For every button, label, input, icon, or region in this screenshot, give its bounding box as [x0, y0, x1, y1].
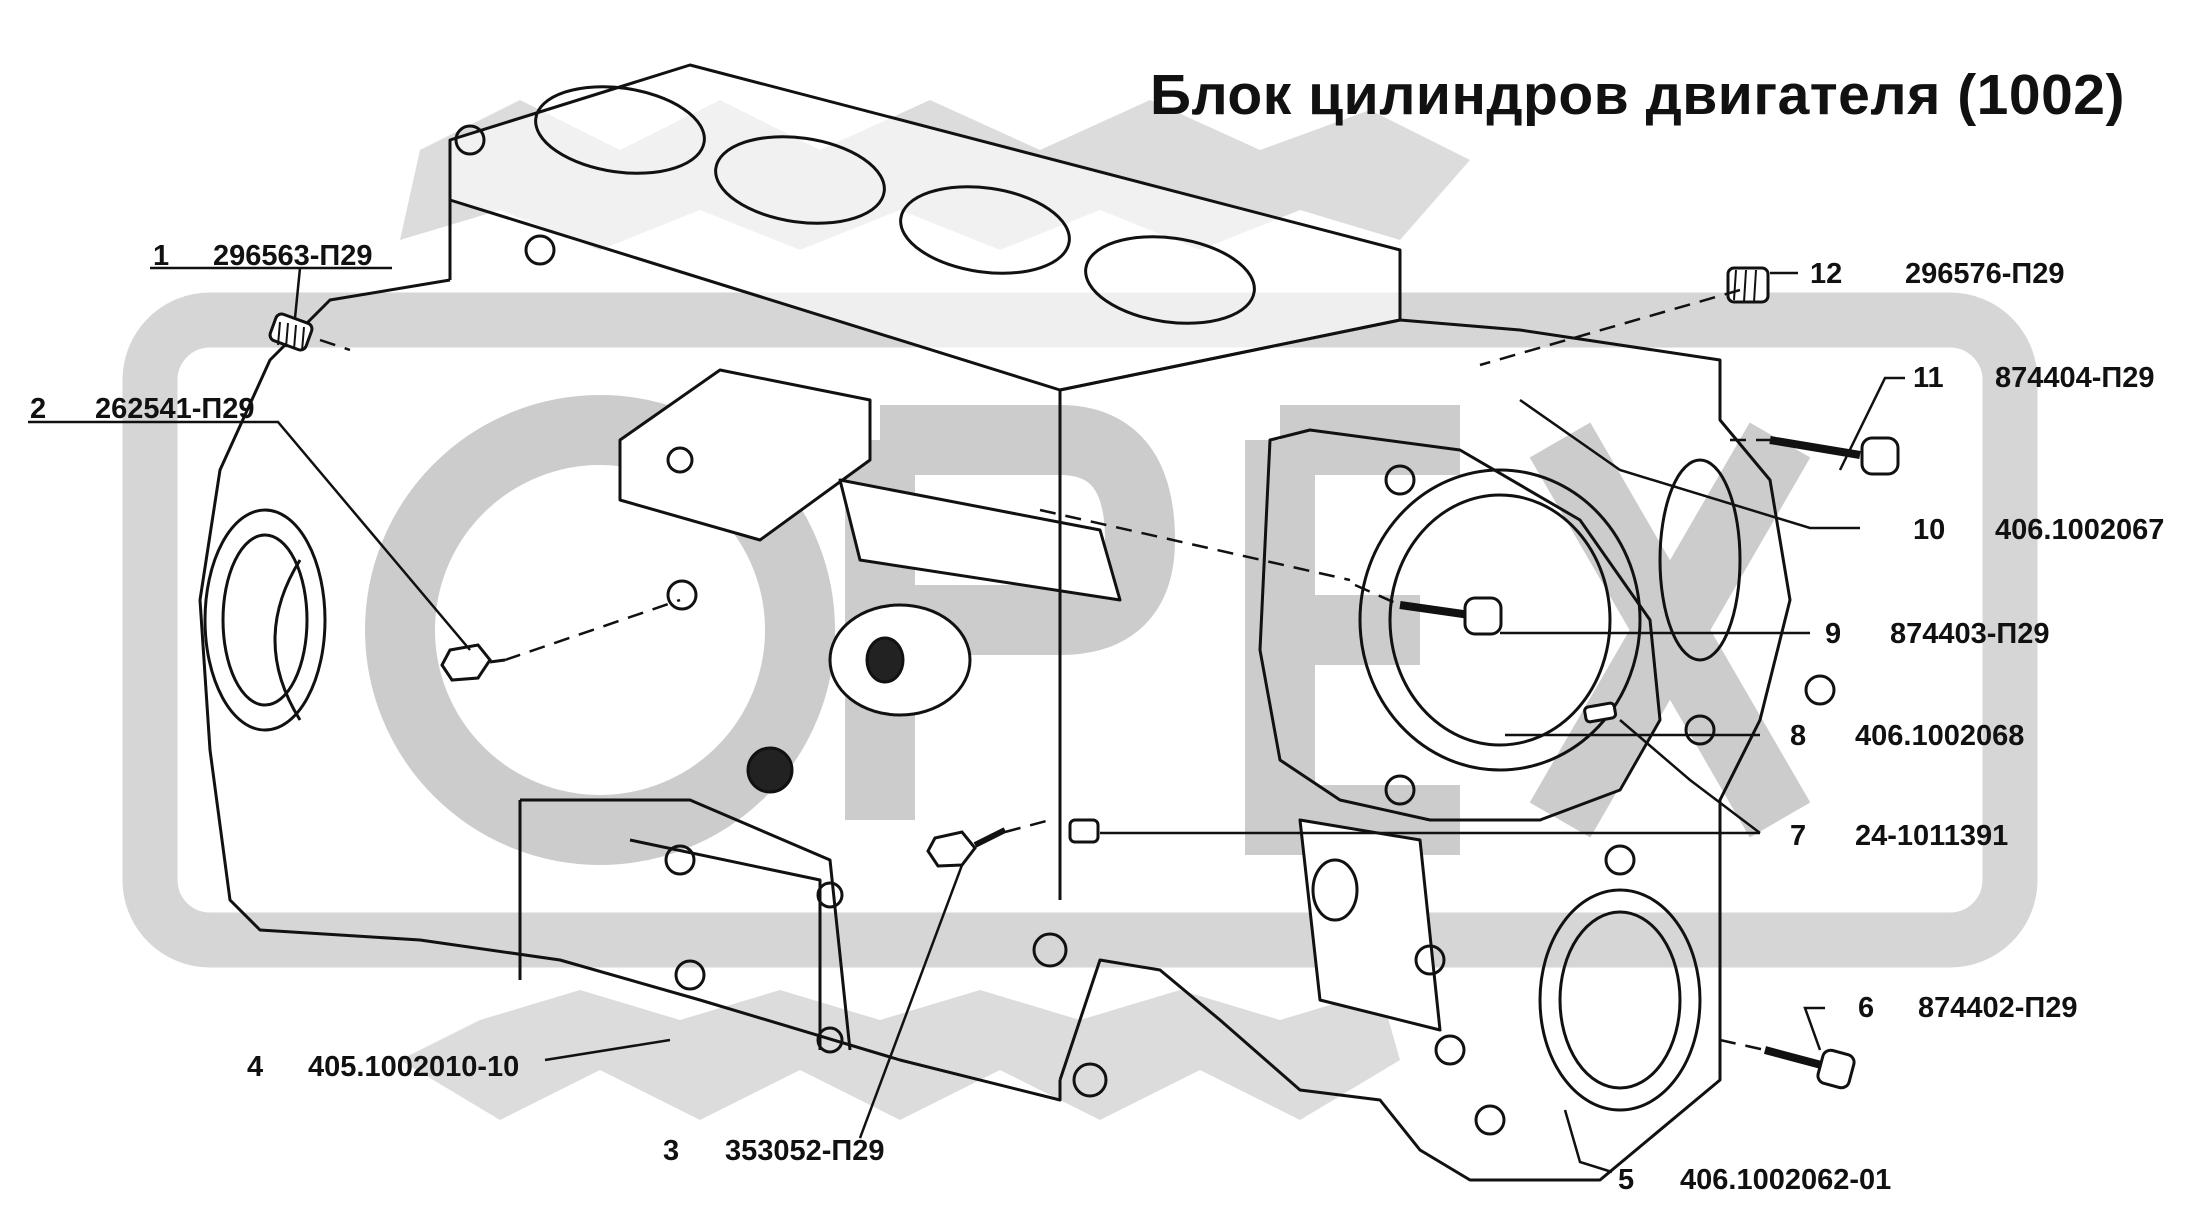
callout-number: 11 — [1913, 362, 1944, 394]
part-code: 406.1002062-01 — [1680, 1164, 1892, 1196]
diagram-title: Блок цилиндров двигателя (1002) — [1150, 63, 2125, 127]
dowel-8-icon — [1583, 701, 1618, 724]
part-code: 874402-П29 — [1918, 992, 2078, 1024]
part-code: 874404-П29 — [1995, 362, 2155, 394]
callout-number: 8 — [1790, 720, 1807, 752]
fasteners — [268, 266, 1900, 1090]
callout-number: 4 — [247, 1051, 264, 1083]
bolt-3-icon — [926, 827, 1007, 868]
cylinder-block — [198, 63, 1836, 1182]
bolt-11-icon — [1769, 436, 1900, 476]
part-code: 296576-П29 — [1905, 258, 2065, 290]
part-code: 406.1002068 — [1855, 720, 2025, 752]
part-code: 262541-П29 — [95, 393, 255, 425]
bolt-6-icon — [1763, 1046, 1856, 1090]
bolt-9-icon — [1399, 596, 1503, 636]
callout-number: 12 — [1810, 258, 1843, 290]
leader-lines — [28, 266, 1905, 1174]
callout-number: 5 — [1618, 1164, 1635, 1196]
callout-number: 9 — [1825, 618, 1842, 650]
pin-7-icon — [1068, 818, 1100, 844]
assembly-lines — [319, 288, 1770, 1052]
callout-number: 1 — [153, 240, 170, 272]
part-code: 406.1002067 — [1995, 514, 2165, 546]
callout-number: 6 — [1858, 992, 1875, 1024]
part-code: 296563-П29 — [213, 240, 373, 272]
callout-number: 3 — [663, 1135, 680, 1167]
bolt-2-icon — [440, 643, 506, 682]
part-code: 353052-П29 — [725, 1135, 885, 1167]
plug-1-icon — [268, 312, 314, 352]
plug-12-icon — [1726, 266, 1770, 304]
callout-number: 7 — [1790, 820, 1807, 852]
callout-number: 2 — [30, 393, 47, 425]
part-code: 405.1002010-10 — [308, 1051, 520, 1083]
part-code: 874403-П29 — [1890, 618, 2050, 650]
part-code: 24-1011391 — [1855, 820, 2009, 852]
callout-number: 10 — [1913, 514, 1946, 546]
